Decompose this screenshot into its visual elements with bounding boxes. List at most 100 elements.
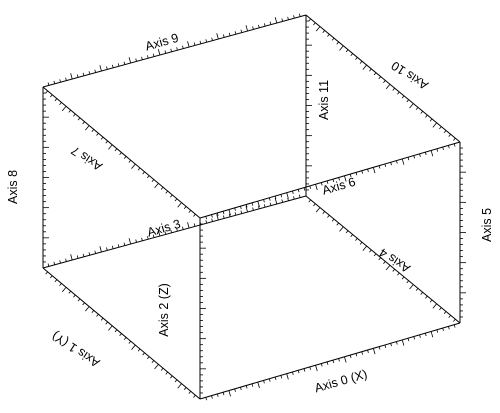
axis-9-edge-tick [141, 56, 143, 60]
axis-6-edge-tick [355, 172, 358, 176]
axis-6-edge-tick [268, 197, 271, 201]
axis-1-edge-tick [77, 298, 81, 302]
axis-3-bottom-edge-tick [287, 197, 289, 201]
axis-6-edge-tick [280, 194, 283, 198]
axis-0-edge-tick [245, 385, 248, 389]
axis-3-bottom-edge-tick [135, 239, 137, 243]
axis-4-edge-tick [409, 284, 414, 290]
axis-4-edge-tick [385, 265, 391, 271]
axis-7-edge-tick [128, 159, 132, 163]
axis-7-edge-tick [119, 152, 122, 156]
axis-0-edge-tick [372, 348, 376, 355]
axis-10-edge-tick [313, 22, 316, 26]
axis-3-bottom-edge-tick [111, 245, 114, 249]
axis-0-edge-tick [378, 346, 381, 350]
axis-3-bottom-edge-tick [94, 250, 96, 254]
axis-3-bottom-edge-tick [82, 253, 85, 257]
axis-1-edge-tick [50, 275, 53, 279]
axis-7-edge-tick [59, 102, 62, 105]
axis-6-edge-tick [332, 179, 335, 183]
axis-4-edge-tick [420, 291, 423, 295]
axis-0-edge-tick [442, 327, 444, 332]
axis-4-edge-tick [308, 199, 311, 203]
axis-4-edge-tick [339, 226, 344, 232]
axis-1-edge-tick [108, 325, 113, 331]
axis-9-edge-tick [240, 29, 243, 33]
axis-0-edge-tick [309, 366, 312, 370]
axis-9-edge [42, 14, 307, 88]
axis-1-edge-tick [188, 391, 192, 394]
axis-3-bottom-edge-tick [234, 212, 237, 216]
axis-0-edge-tick [286, 373, 289, 380]
axis-4-edge-tick [336, 222, 339, 226]
axis-10-edge-tick [385, 84, 391, 90]
axis-4-edge-tick [345, 230, 349, 234]
axis-10-edge-tick [315, 26, 321, 32]
axis-6-edge-tick [234, 207, 236, 211]
axis-6-edge-tick [430, 150, 434, 157]
axis-10-edge-tick [425, 114, 428, 118]
axis-4-edge-tick [448, 315, 451, 318]
axis-9-edge-tick [99, 65, 102, 72]
axis-6-edge-tick [320, 182, 323, 186]
axis-9-edge-tick [170, 48, 172, 52]
axis-7-edge-tick [82, 121, 85, 125]
axis-1-edge-tick [114, 329, 118, 333]
axis-6-edge [199, 141, 461, 219]
axis-1-edge-tick [154, 364, 159, 370]
axis-7-edge-tick [45, 90, 48, 94]
axis-10-edge-tick [355, 57, 358, 60]
axis-10-edge-tick [453, 137, 456, 141]
axis-4-label: Axis 4 [377, 245, 413, 275]
axis-7-edge-tick [131, 163, 136, 169]
axis-4-edge-tick [443, 311, 447, 315]
axis-4-edge-tick [401, 276, 405, 280]
axis-3-bottom-edge-tick [193, 223, 196, 227]
axis-1-edge-tick [142, 352, 145, 356]
axis-0-edge-tick [280, 375, 283, 379]
axis-9-edge-tick [269, 21, 272, 25]
axis-10-edge-tick [331, 37, 335, 41]
axis-9-edge-tick [53, 80, 56, 84]
axis-3-bottom-edge-tick [65, 258, 67, 262]
axis-1-edge-tick [105, 321, 108, 325]
axis-10-edge-tick [420, 110, 423, 114]
axis-7-edge-tick [142, 171, 145, 175]
axis-9-edge-tick [70, 73, 73, 80]
axis-0-edge-tick [344, 356, 347, 363]
axis-4-edge-tick [392, 268, 395, 272]
axis-1-edge-tick [100, 317, 104, 321]
axis-7-edge-tick [188, 210, 192, 213]
axis-1-edge-tick [96, 313, 99, 317]
axis-6-edge-tick [286, 192, 289, 199]
axis-0-edge-tick [228, 390, 231, 397]
axis-9-edge-tick [281, 18, 284, 22]
axis-7-edge-tick [146, 175, 150, 179]
axis-4-edge-tick [378, 257, 381, 261]
axis-3-bottom-edge-tick [47, 263, 50, 267]
axis-0-edge-tick [240, 387, 242, 391]
axis-10-edge-tick [409, 103, 414, 109]
axis-3-bottom-edge-tick [70, 254, 73, 261]
axis-6-edge-tick [424, 152, 427, 156]
axis-3-bottom-edge-tick [281, 199, 284, 203]
axis-6-edge-tick [303, 187, 306, 191]
axis-1-edge-tick [54, 279, 58, 283]
axis-6-edge-tick [216, 212, 219, 216]
axis-10-edge-tick [448, 134, 451, 137]
axis-6-edge-tick [222, 211, 225, 215]
axis-0-edge-tick [419, 334, 421, 338]
axis-6-edge-tick [361, 170, 364, 174]
axis-10-edge-tick [439, 126, 442, 130]
axis-7-edge-tick [108, 144, 113, 150]
axis-9-edge-tick [135, 58, 137, 62]
axis-1-edge-tick [146, 356, 150, 360]
axis-6-edge-tick [378, 165, 381, 169]
axis-4-edge-tick [453, 318, 456, 322]
axis-7-edge-tick [73, 113, 76, 117]
axis-3-bottom-edge-tick [152, 234, 155, 238]
axis-3-bottom-edge-tick [216, 214, 219, 221]
axis-6-edge-tick [407, 157, 410, 161]
axis-6-edge-tick [257, 200, 260, 207]
axis-9-edge-tick [211, 37, 213, 41]
